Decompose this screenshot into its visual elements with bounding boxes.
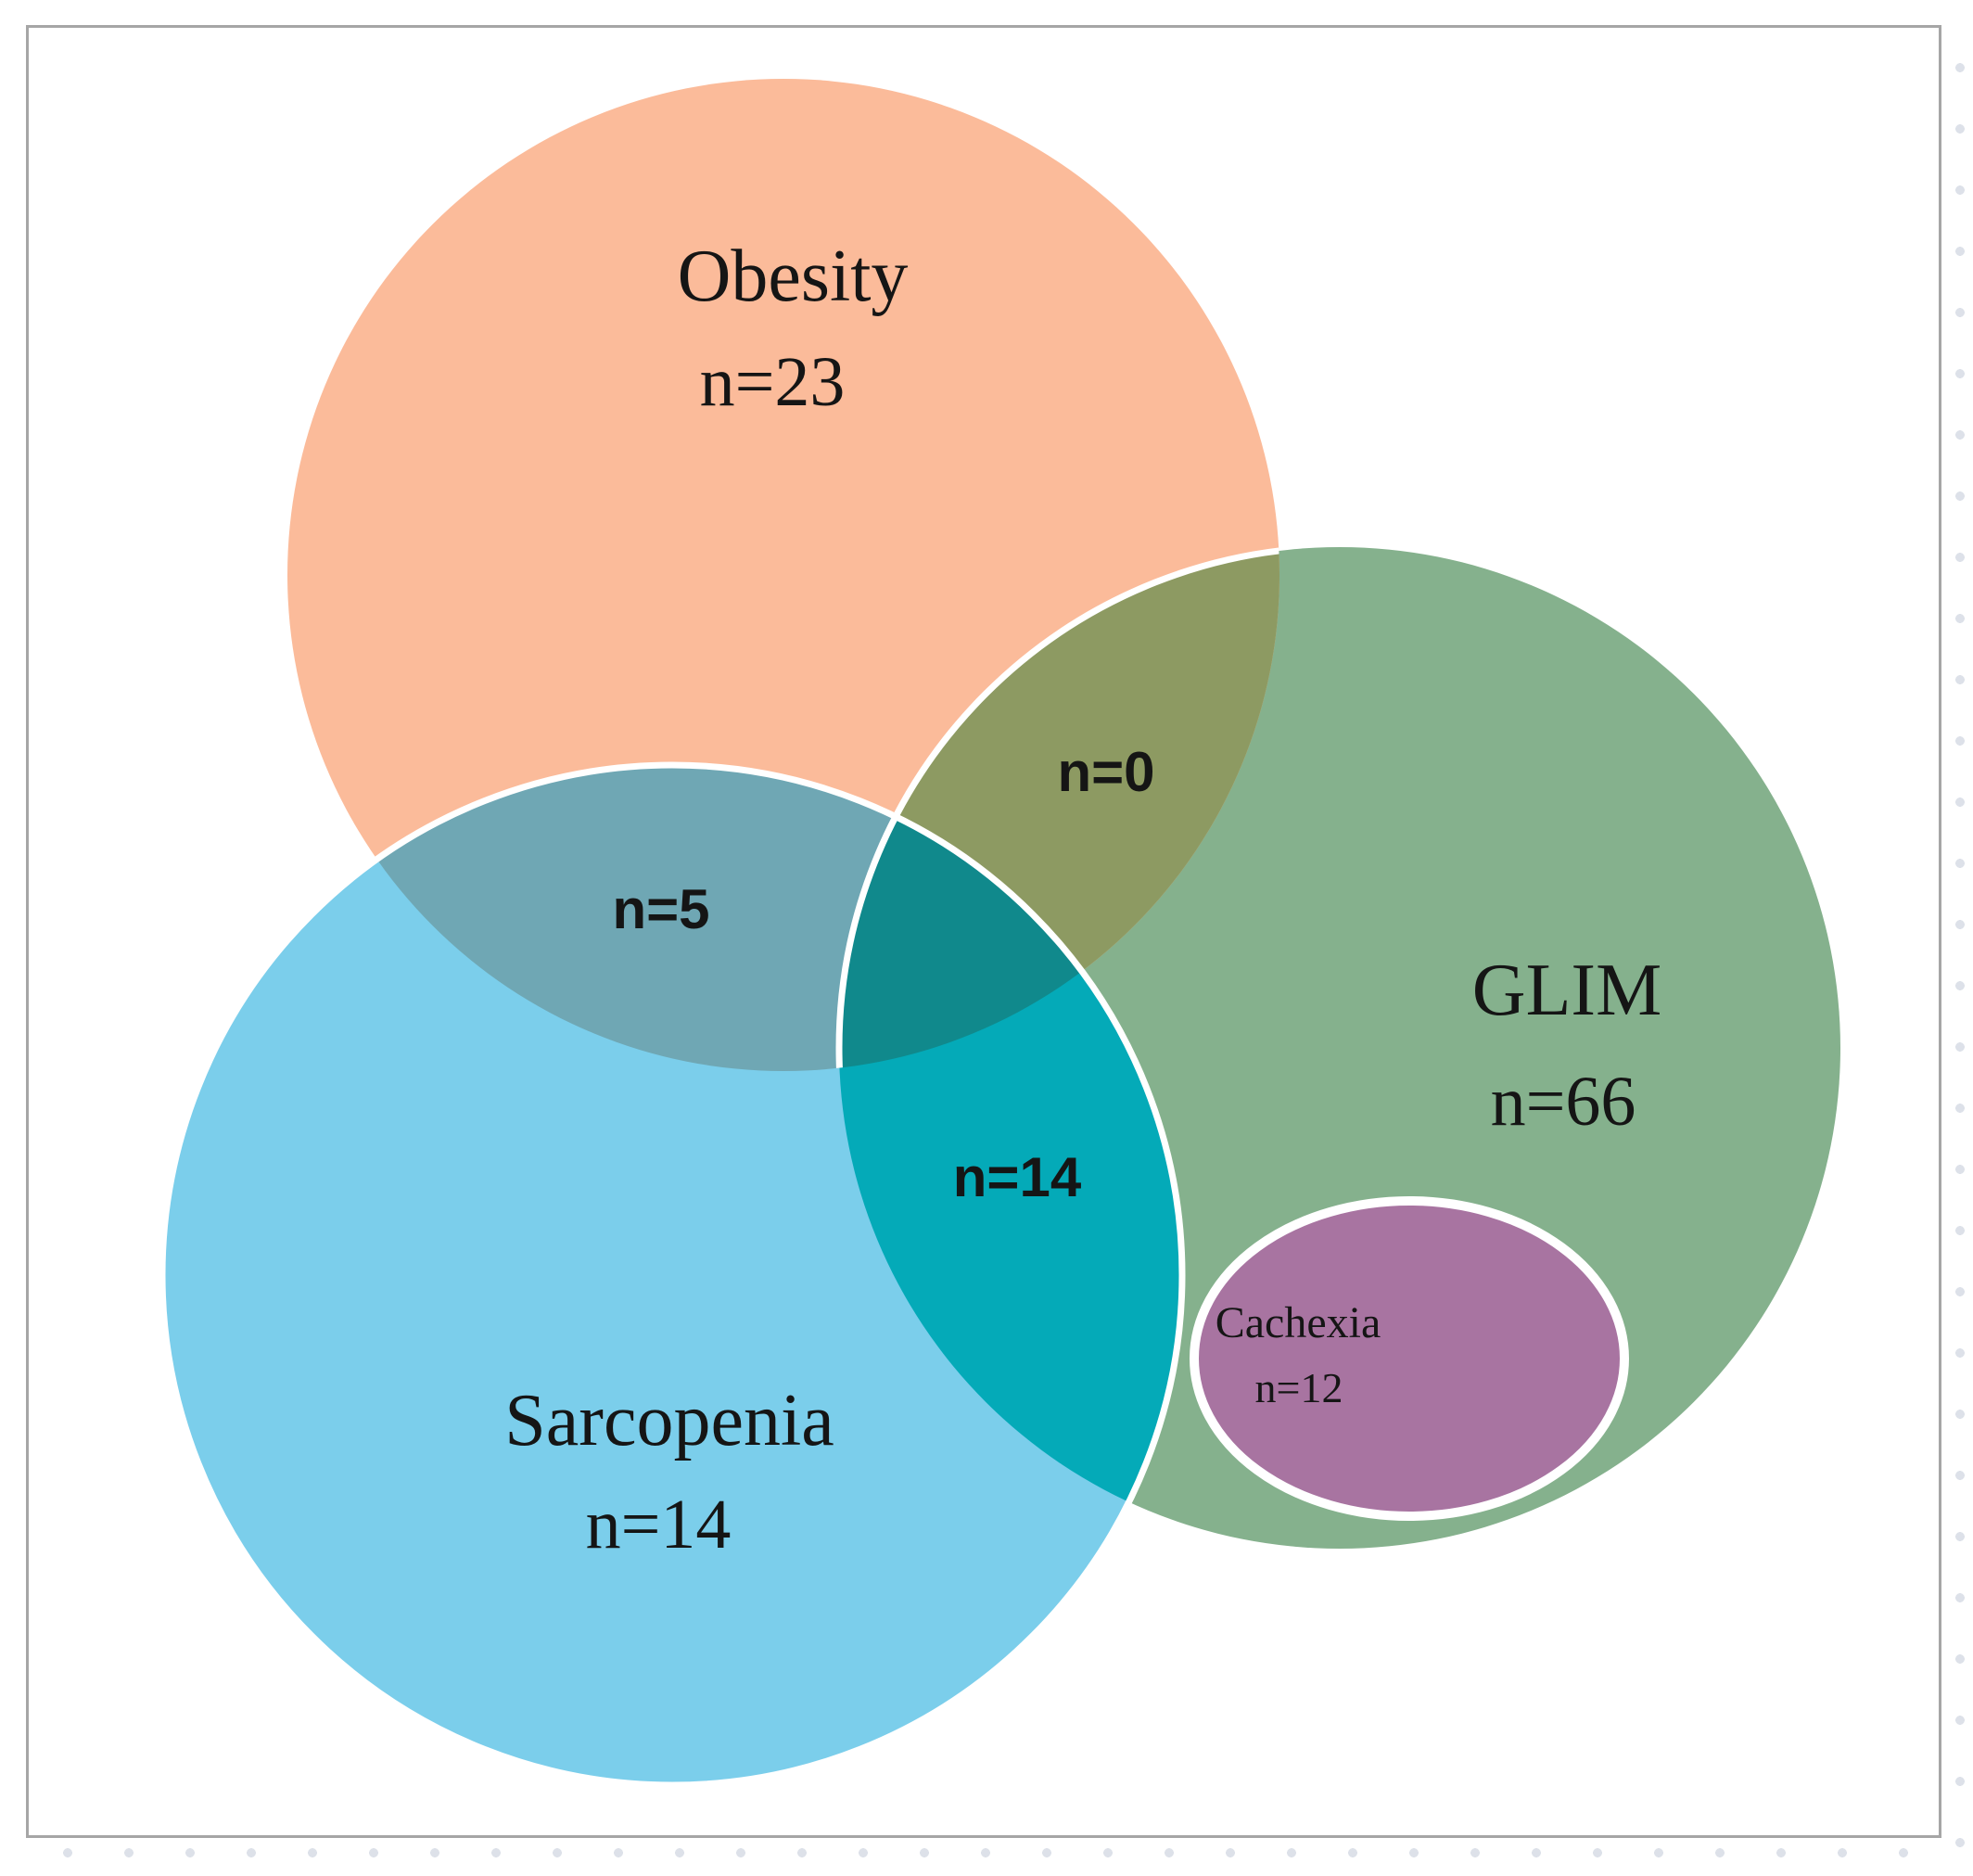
sarcopenia-label: Sarcopenia	[504, 1380, 834, 1461]
glim-outline-arc	[835, 543, 1279, 1071]
cachexia-ellipse	[1190, 1196, 1629, 1521]
glim-count-label: n=66	[1490, 1063, 1636, 1141]
glim-label: GLIM	[1471, 950, 1662, 1031]
overlap-obesity-glim-label: n=0	[1057, 741, 1155, 803]
cachexia-label: Cachexia	[1215, 1298, 1381, 1347]
overlap-sarcopenia-glim-label: n=14	[952, 1146, 1082, 1208]
page-edge-dots-bottom	[37, 1840, 1943, 1866]
obesity-label: Obesity	[677, 236, 909, 317]
sarcopenia-count-label: n=14	[585, 1486, 732, 1563]
cachexia-count-label: n=12	[1254, 1364, 1343, 1411]
sarcopenia-outline	[159, 761, 1186, 1789]
overlap-obesity-glim-region	[839, 547, 1279, 1071]
page-edge-dots-right	[1947, 37, 1973, 1855]
obesity-count-label: n=23	[699, 343, 846, 421]
overlap-obesity-sarcopenia-label: n=5	[612, 878, 710, 940]
